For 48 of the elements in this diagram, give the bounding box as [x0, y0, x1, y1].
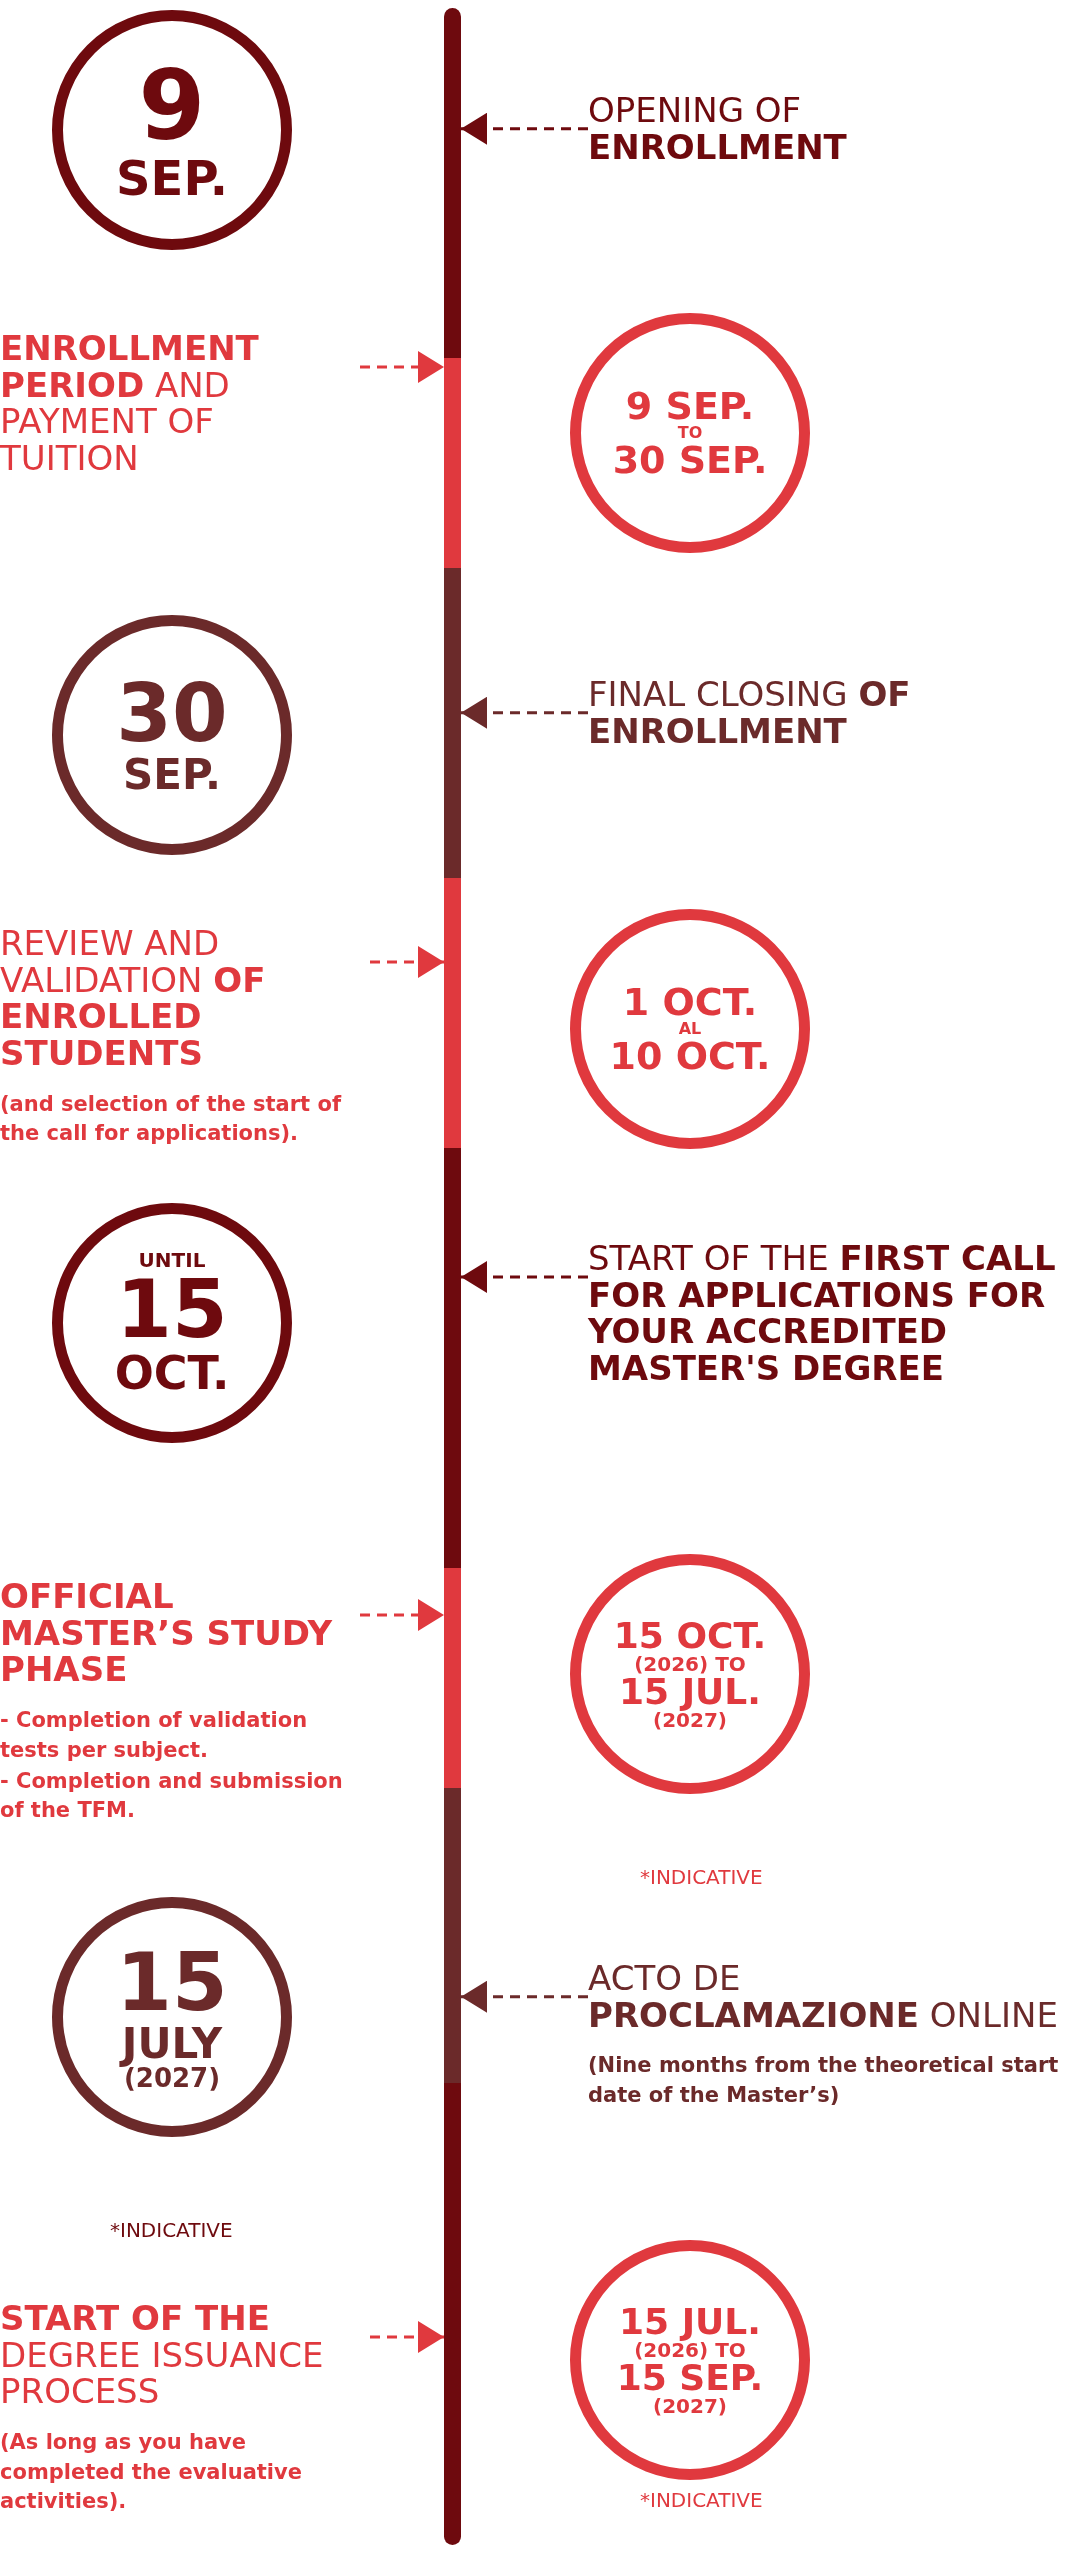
dashed-arrow: [461, 1261, 588, 1293]
date-text: OCT.: [114, 1350, 230, 1396]
date-text: (2026) TO: [634, 2340, 746, 2360]
dashed-arrow: [370, 946, 444, 978]
dashed-arrow: [370, 2321, 444, 2353]
date-text: 30 SEP.: [612, 441, 768, 479]
milestone-heading: ACTO DE PROCLAMAZIONE ONLINE: [588, 1960, 1059, 2034]
date-text: JULY: [121, 2023, 223, 2065]
date-text: 10 OCT.: [609, 1037, 771, 1075]
milestone-note: - Completion and submission of the TFM.: [0, 1767, 344, 1825]
milestone-heading: FINAL CLOSING OF ENROLLMENT: [588, 676, 912, 750]
date-text: UNTIL: [138, 1250, 206, 1270]
date-text: (2027): [653, 2396, 727, 2416]
milestone-heading: START OF THE DEGREE ISSUANCE PROCESS: [0, 2300, 325, 2411]
date-text: 15: [116, 1943, 228, 2023]
date-text: SEP.: [116, 154, 228, 202]
date-text: 15 JUL.: [619, 1674, 761, 1710]
note-text: *INDICATIVE: [640, 1865, 763, 1889]
note-text: *INDICATIVE: [110, 2218, 233, 2242]
dashed-arrow: [461, 112, 588, 145]
milestone-heading: START OF THE FIRST CALL FOR APPLICATIONS FOR YOUR ACCREDITED MASTER'S DEGREE: [588, 1240, 1057, 1387]
dashed-arrow: [360, 1599, 444, 1631]
date-text: 15: [116, 1270, 228, 1350]
note-text: *INDICATIVE: [640, 2488, 763, 2512]
dashed-arrow: [360, 351, 444, 383]
milestone-heading: ENROLLMENT PERIOD AND PAYMENT OF TUITION: [0, 330, 260, 477]
milestone-note: (and selection of the start of the call for applications).: [0, 1090, 343, 1148]
date-text: (2027): [653, 1710, 727, 1730]
date-text: AL: [678, 1021, 702, 1037]
date-text: 30: [116, 674, 228, 754]
milestone-heading: OFFICIAL MASTER’S STUDY PHASE: [0, 1578, 334, 1689]
timeline-bar: [444, 8, 461, 2545]
date-text: (2026) TO: [634, 1654, 746, 1674]
date-text: 9 SEP.: [625, 387, 755, 425]
date-text: 15 SEP.: [616, 2360, 764, 2396]
milestone-heading: REVIEW AND VALIDATION OF ENROLLED STUDENTS: [0, 925, 267, 1072]
date-text: 1 OCT.: [622, 983, 758, 1021]
milestone-heading: OPENING OF ENROLLMENT: [588, 92, 848, 166]
date-text: 15 JUL.: [619, 2304, 761, 2340]
date-text: 15 OCT.: [613, 1618, 767, 1654]
date-text: SEP.: [123, 754, 221, 796]
milestone-note: - Completion of validation tests per subject.: [0, 1707, 309, 1764]
milestone-note: (As long as you have completed the evaluative activities).: [0, 2429, 303, 2515]
dashed-arrow: [461, 696, 588, 729]
date-text: TO: [677, 425, 703, 441]
dashed-arrow: [461, 1980, 588, 2013]
date-text: 9: [138, 58, 206, 154]
milestone-note: (Nine months from the theoretical start date of the Master’s): [588, 2052, 1060, 2109]
